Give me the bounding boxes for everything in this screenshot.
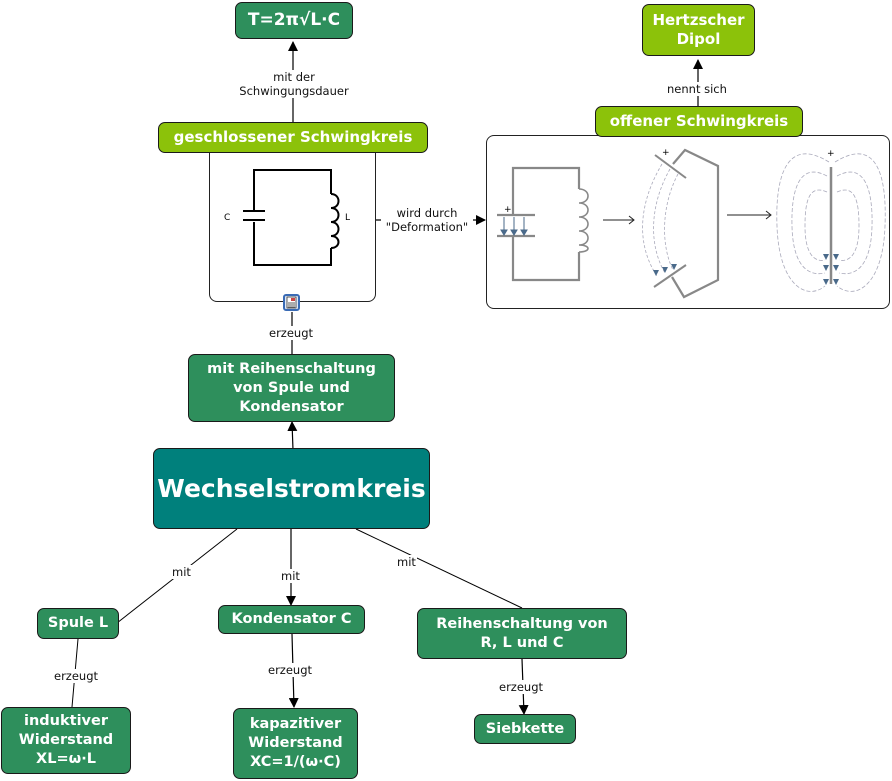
node-capacitor-text: Kondensator C	[231, 611, 352, 627]
node-inductive-resistance[interactable]: induktiver Widerstand XL=ω·L	[1, 707, 131, 774]
node-filter[interactable]: Siebkette	[474, 714, 576, 744]
node-open-circuit[interactable]: offener Schwingkreis	[595, 106, 803, 137]
node-hertz-dipole[interactable]: Hertzscher Dipol	[642, 4, 755, 56]
dipole-deformation-diagram: + + +	[497, 148, 886, 299]
link-label-deformation: wird durch "Deformation"	[381, 206, 473, 234]
dipole-field-arrows	[823, 254, 839, 285]
stage-arrow-2	[727, 210, 772, 220]
link-label-period: mit der Schwingungsdauer	[235, 70, 353, 98]
document-resource-icon[interactable]	[283, 294, 300, 311]
node-capacitor[interactable]: Kondensator C	[218, 605, 365, 634]
node-coil[interactable]: Spule L	[37, 608, 119, 639]
link-label-with-rlc: mit	[396, 555, 417, 569]
field-arrows	[500, 217, 528, 236]
node-capacitive-text: kapazitiver Widerstand XC=1/(ω·C)	[248, 716, 343, 770]
plus-sign: +	[504, 205, 512, 215]
link-label-produces-xc: erzeugt	[267, 663, 314, 677]
node-main[interactable]: Wechselstromkreis	[153, 448, 430, 529]
link-label-with-cap: mit	[280, 569, 301, 583]
cap-label: C	[224, 213, 230, 223]
bent-stage	[642, 148, 720, 299]
closed-circuit-image: C L	[209, 140, 376, 302]
node-formula-text: T=2π√L·C	[247, 10, 341, 30]
link-label-produces-filter: erzeugt	[498, 680, 545, 694]
node-inductive-text: induktiver Widerstand XL=ω·L	[18, 713, 114, 767]
coil-label: L	[345, 213, 350, 223]
plus-sign-dipole: +	[827, 149, 835, 159]
node-series-lc-text: mit Reihenschaltung von Spule und Konden…	[207, 360, 376, 415]
dipole-field	[776, 153, 886, 292]
node-formula[interactable]: T=2π√L·C	[235, 2, 353, 39]
coil-winding	[330, 193, 340, 249]
node-coil-text: Spule L	[47, 615, 109, 631]
node-closed-circuit[interactable]: geschlossener Schwingkreis	[158, 122, 428, 153]
open-circuit-image: + + +	[486, 135, 890, 309]
node-open-circuit-text: offener Schwingkreis	[609, 112, 789, 130]
node-main-text: Wechselstromkreis	[157, 474, 426, 503]
node-series-lc[interactable]: mit Reihenschaltung von Spule und Konden…	[188, 354, 395, 422]
circuit-wire	[253, 169, 332, 266]
node-filter-text: Siebkette	[485, 720, 565, 737]
link-label-produces-xl: erzeugt	[53, 669, 100, 683]
node-series-rlc[interactable]: Reihenschaltung von R, L und C	[417, 608, 627, 659]
link-label-with-coil: mit	[171, 565, 192, 579]
node-capacitive-resistance[interactable]: kapazitiver Widerstand XC=1/(ω·C)	[233, 708, 358, 779]
lc-circuit-diagram: C L	[224, 169, 350, 266]
node-hertz-text: Hertzscher Dipol	[652, 11, 745, 48]
link-label-produces-lc: erzeugt	[268, 326, 315, 340]
plus-sign-bent: +	[662, 148, 670, 158]
node-closed-circuit-text: geschlossener Schwingkreis	[173, 128, 413, 146]
lc-stage	[497, 166, 589, 282]
node-series-rlc-text: Reihenschaltung von R, L und C	[436, 615, 608, 651]
link-main-series-line	[287, 421, 298, 451]
link-label-called: nennt sich	[666, 82, 728, 96]
link-with-rlc-line	[355, 528, 523, 609]
stage-arrow-1	[603, 215, 635, 225]
